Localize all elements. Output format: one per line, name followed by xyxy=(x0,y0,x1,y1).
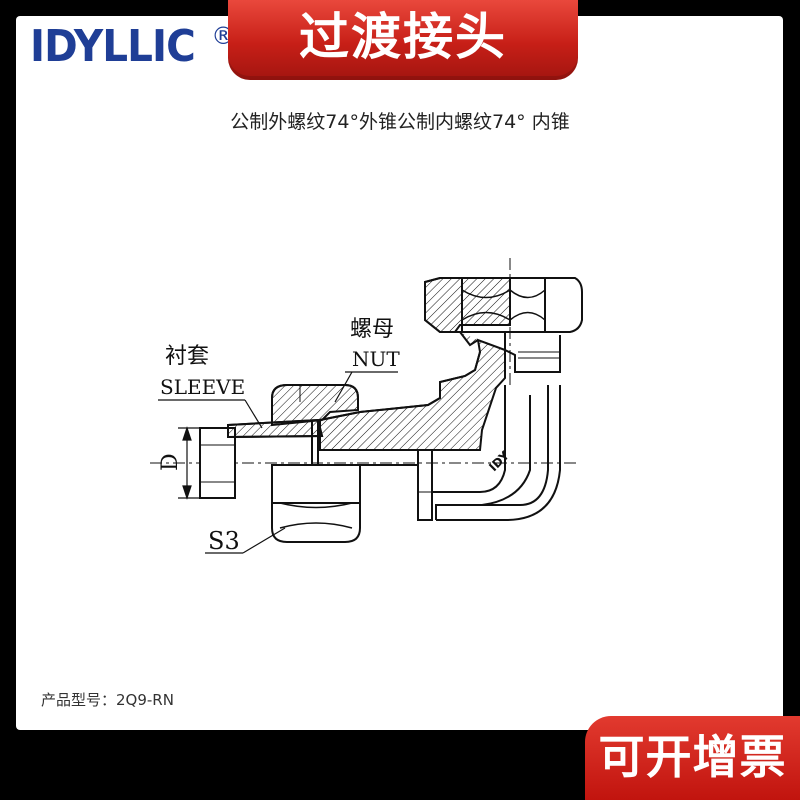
elbow-body-lower xyxy=(360,385,561,521)
invoice-badge: 可开增票 xyxy=(585,716,800,800)
swivel-nut xyxy=(424,277,583,373)
sleeve-label-cn: 衬套 xyxy=(165,344,209,369)
nut-label-en: NUT xyxy=(352,347,400,371)
nut-label-cn: 螺母 xyxy=(350,317,394,342)
sleeve xyxy=(227,418,324,465)
invoice-badge-text: 可开增票 xyxy=(598,730,787,784)
hex-size-label: S3 xyxy=(208,527,240,555)
product-subtitle: 公制外螺纹74°外锥公制内螺纹74° 内锥 xyxy=(230,111,570,133)
product-card xyxy=(16,16,783,730)
tube-end xyxy=(199,427,236,499)
body-mark: IDY xyxy=(486,448,512,474)
sleeve-label-en: SLEEVE xyxy=(160,375,245,399)
elbow-body-section xyxy=(319,338,506,520)
banner-title: 过渡接头 xyxy=(299,8,507,66)
dimension-d xyxy=(178,426,200,500)
left-nut-hex xyxy=(271,464,361,543)
title-banner: 过渡接头 xyxy=(228,0,578,80)
brand-logo: IDYLLIC ® xyxy=(30,22,235,72)
leader-lines xyxy=(158,371,398,554)
product-model: 产品型号：2Q9-RN xyxy=(41,691,174,709)
brand-name: IDYLLIC xyxy=(30,21,196,72)
diameter-label: D xyxy=(158,453,183,471)
